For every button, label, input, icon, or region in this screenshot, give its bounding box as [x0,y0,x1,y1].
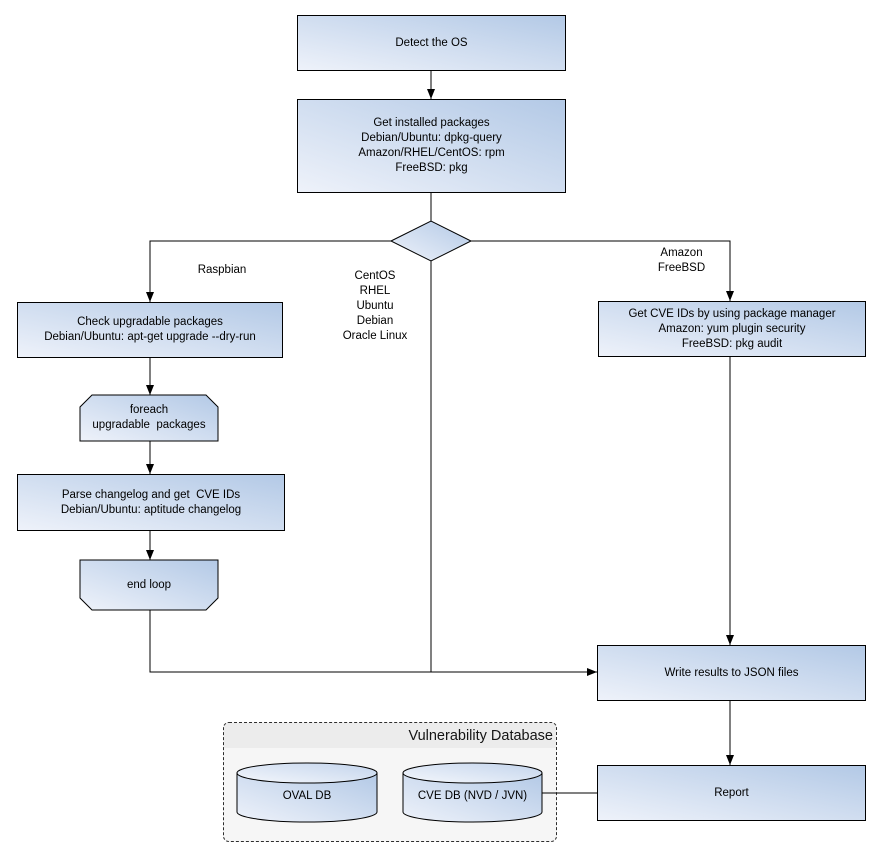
node-get-cve-ids: Get CVE IDs by using package manager Ama… [598,301,866,357]
end-loop-shape [79,559,219,611]
node-write-results: Write results to JSON files [597,645,866,701]
edge-endloop-to-write-results [149,610,597,676]
foreach-loop-label: foreach upgradable packages [92,404,206,431]
node-detect-os: Detect the OS [297,15,566,71]
branch-label-amazon-freebsd: Amazon FreeBSD [657,247,706,274]
node-report: Report [597,765,866,821]
os-decision-diamond [389,220,473,262]
branch-label-middle-os-list: CentOS RHEL Ubuntu Debian Oracle Linux [342,270,408,342]
vulnerability-database-title: Vulnerability Database [224,723,556,748]
node-parse-changelog: Parse changelog and get CVE IDs Debian/U… [17,474,285,531]
foreach-loop-shape [79,394,219,442]
node-get-installed-packages: Get installed packages Debian/Ubuntu: dp… [297,99,566,193]
vulnerability-database-container: Vulnerability Database [223,722,557,842]
node-check-upgradable-packages: Check upgradable packages Debian/Ubuntu:… [17,302,283,358]
branch-label-raspbian: Raspbian [197,264,247,276]
end-loop-label: end loop [126,578,172,591]
